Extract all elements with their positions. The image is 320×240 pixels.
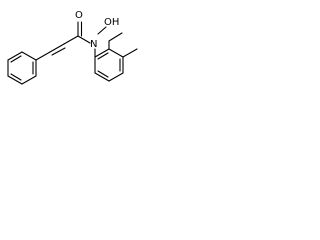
hydroxylamine-group (94, 26, 107, 58)
bond (77, 35, 91, 44)
oxygen-atom-label: O (75, 10, 83, 21)
bond (97, 26, 107, 35)
methyl-bond (122, 48, 138, 58)
bond (63, 35, 79, 45)
bond (21, 75, 37, 85)
molecule-structure-diagram: O N OH (7, 10, 138, 85)
nitrogen-atom-label: N (90, 39, 97, 50)
bond (108, 72, 124, 82)
bond (94, 72, 110, 82)
dimethylphenyl-ring (94, 48, 124, 82)
vinyl-chain (35, 35, 79, 61)
bond (35, 51, 51, 61)
bond (21, 51, 37, 61)
bond (94, 48, 110, 58)
bond (49, 43, 65, 53)
carbonyl-group (77, 21, 91, 44)
phenyl-ring (7, 51, 37, 85)
bond (10, 73, 22, 81)
methyl-groups (108, 32, 138, 58)
hydroxyl-label: OH (104, 17, 119, 28)
bond (10, 55, 22, 63)
bond (7, 75, 23, 85)
bond (97, 52, 109, 60)
bond (97, 70, 109, 78)
methyl-bond (108, 32, 123, 42)
bond (7, 51, 23, 61)
bond (108, 48, 124, 58)
bond (51, 47, 66, 56)
